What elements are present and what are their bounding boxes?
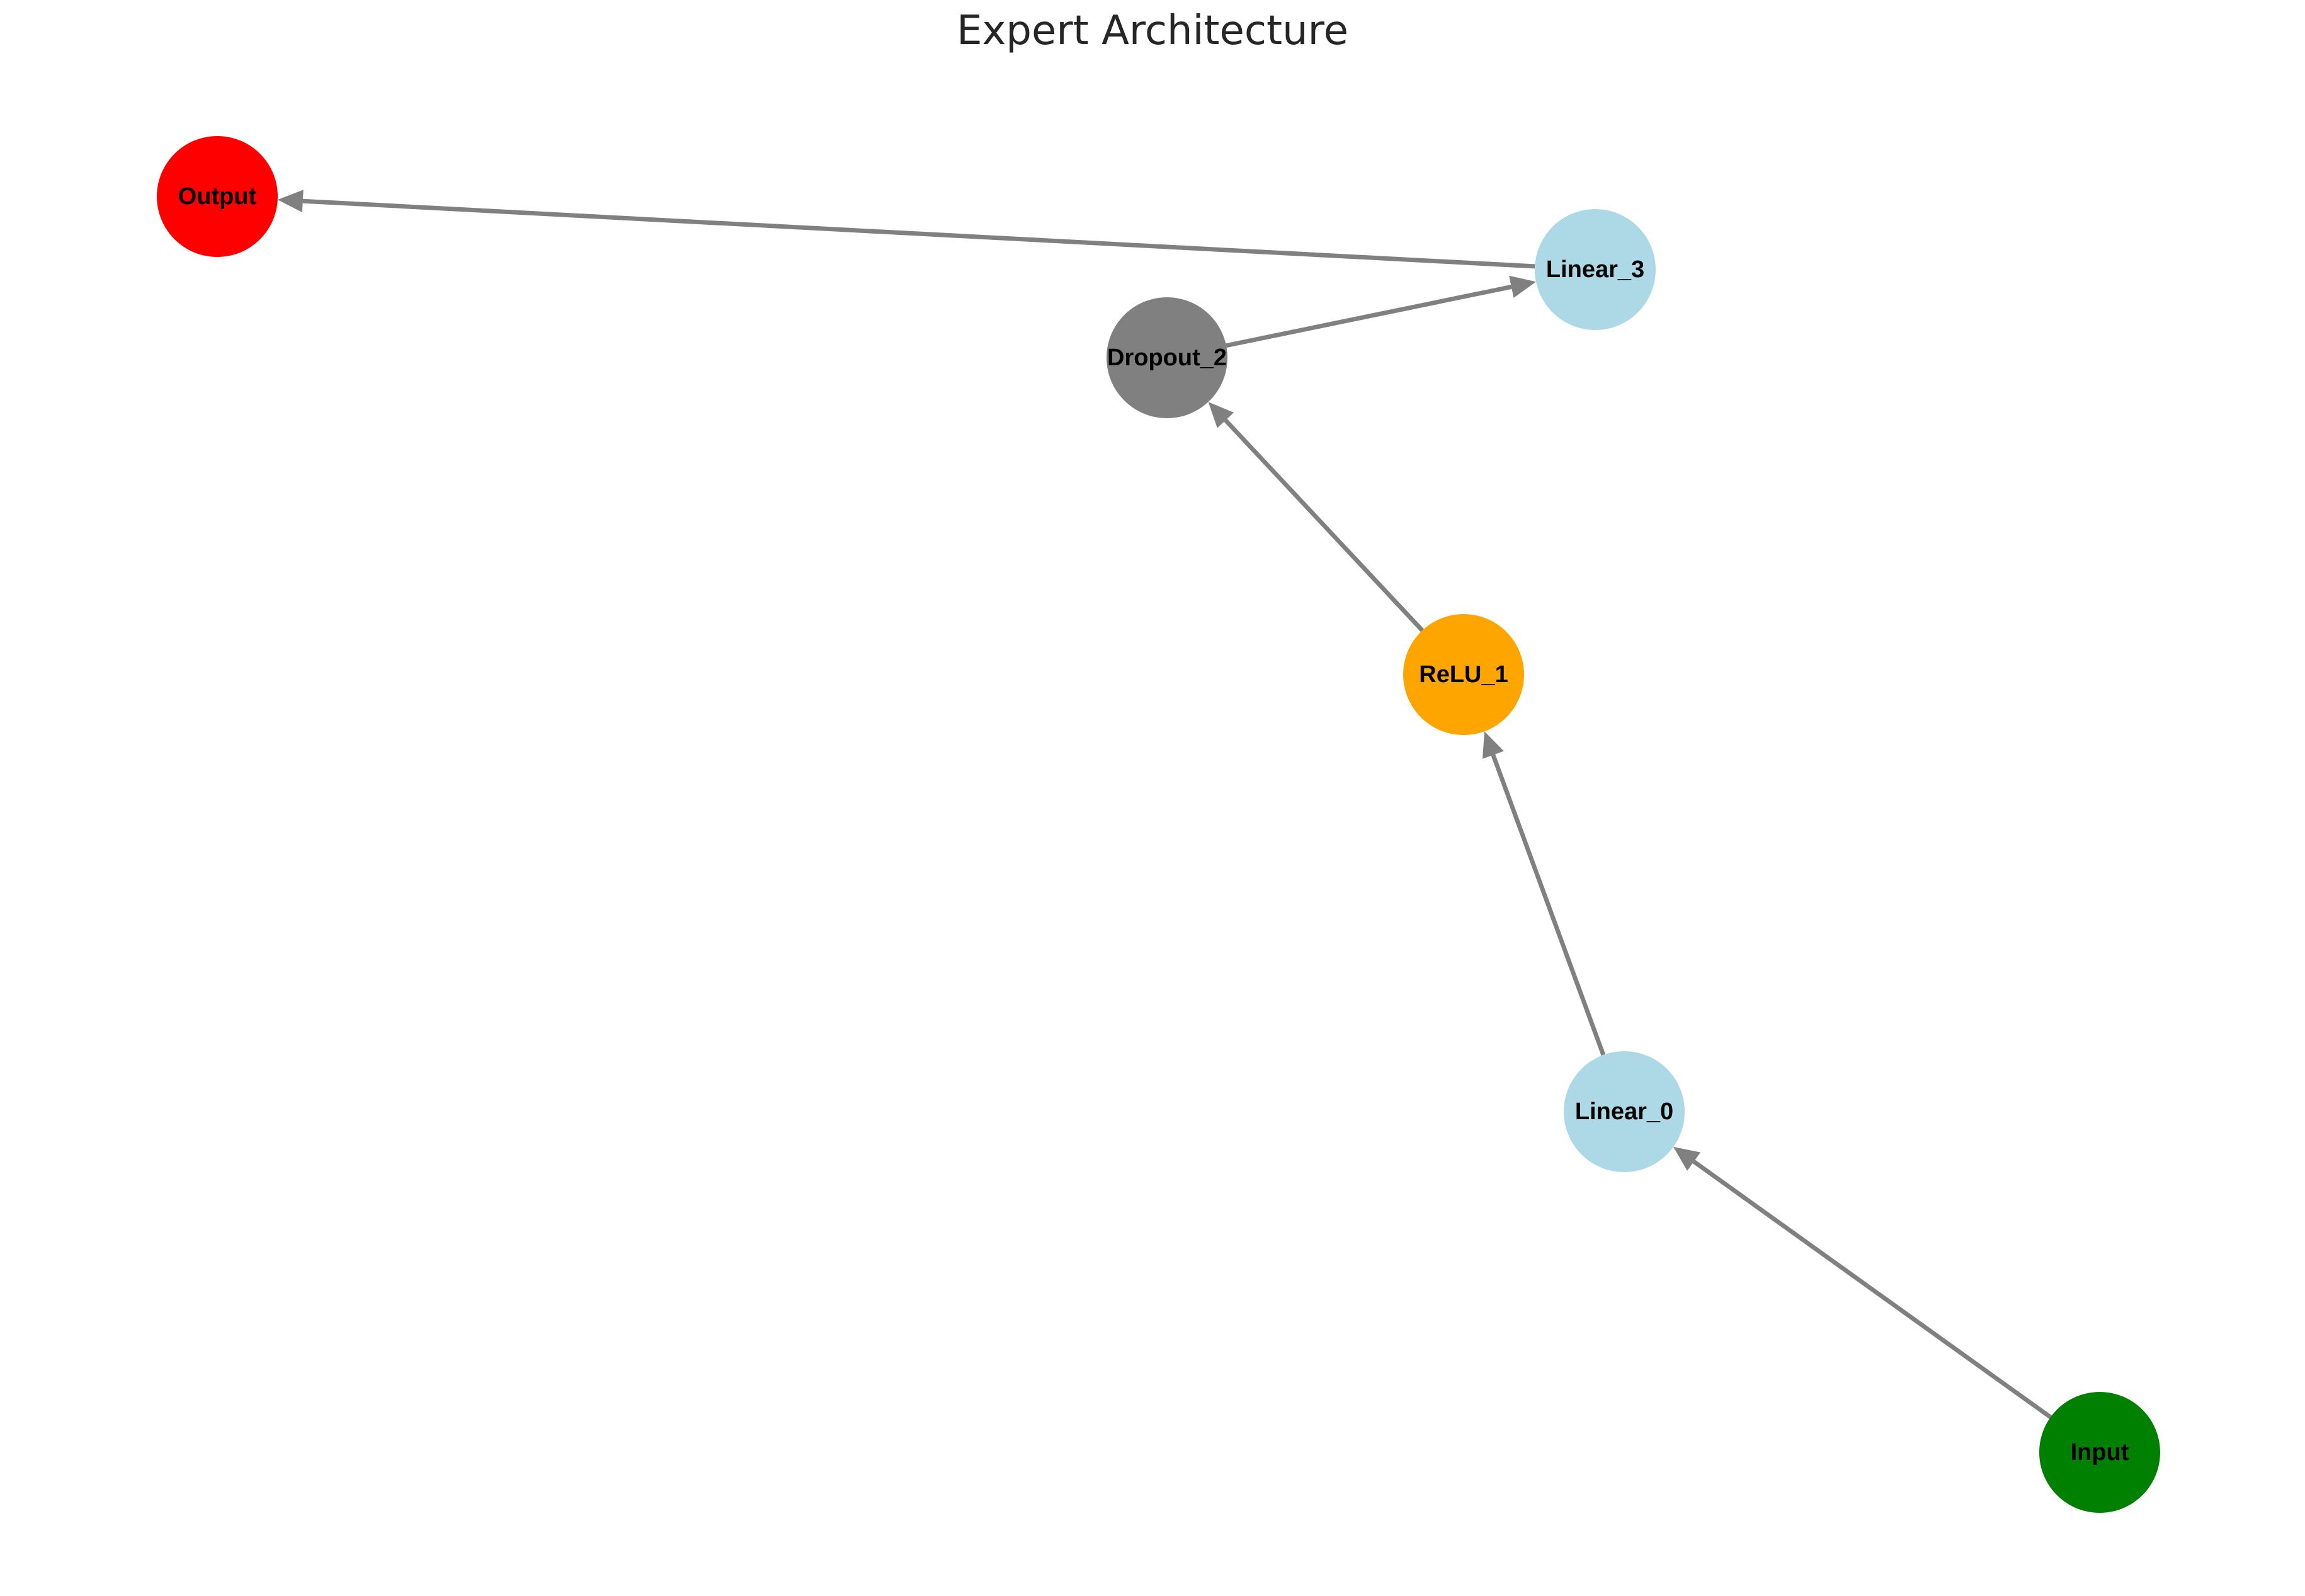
edge-line xyxy=(1224,418,1424,632)
node-output: Output xyxy=(157,136,278,257)
node-linear3: Linear_3 xyxy=(1535,209,1656,330)
arrowhead-icon xyxy=(1673,1146,1701,1171)
edge-line xyxy=(1226,284,1512,348)
node-label: ReLU_1 xyxy=(1419,661,1508,688)
node-circle xyxy=(1535,209,1656,330)
arrowhead-icon xyxy=(277,190,304,213)
edge-input-to-linear0 xyxy=(1673,1146,2052,1419)
arrowhead-icon xyxy=(1509,275,1536,299)
edge-dropout2-to-linear3 xyxy=(1226,275,1536,348)
node-circle xyxy=(157,136,278,257)
node-dropout2: Dropout_2 xyxy=(1107,297,1227,418)
edge-line xyxy=(1692,1160,2052,1419)
diagram-title: Expert Architecture xyxy=(957,8,1348,54)
node-linear0: Linear_0 xyxy=(1564,1051,1685,1172)
node-circle xyxy=(1564,1051,1685,1172)
node-relu1: ReLU_1 xyxy=(1403,614,1524,735)
nodes-layer: Input Linear_0 ReLU_1 Dropout_2 Linear_3 Outp… xyxy=(157,136,2160,1513)
arrowhead-icon xyxy=(1208,402,1234,428)
edge-line xyxy=(1491,754,1606,1056)
node-circle xyxy=(2039,1392,2160,1513)
node-input: Input xyxy=(2039,1392,2160,1513)
arrowhead-icon xyxy=(1483,731,1504,759)
node-circle xyxy=(1107,297,1227,418)
edge-relu1-to-dropout2 xyxy=(1208,402,1424,632)
node-circle xyxy=(1403,614,1524,735)
edge-linear3-to-output xyxy=(277,190,1535,269)
node-label: Input xyxy=(2071,1439,2129,1466)
edge-linear0-to-relu1 xyxy=(1483,731,1606,1056)
node-label: Linear_3 xyxy=(1546,256,1644,283)
edges-layer xyxy=(277,190,2052,1419)
node-label: Dropout_2 xyxy=(1107,345,1227,371)
node-label: Output xyxy=(178,183,257,210)
node-label: Linear_0 xyxy=(1575,1098,1673,1125)
edge-line xyxy=(302,198,1535,269)
